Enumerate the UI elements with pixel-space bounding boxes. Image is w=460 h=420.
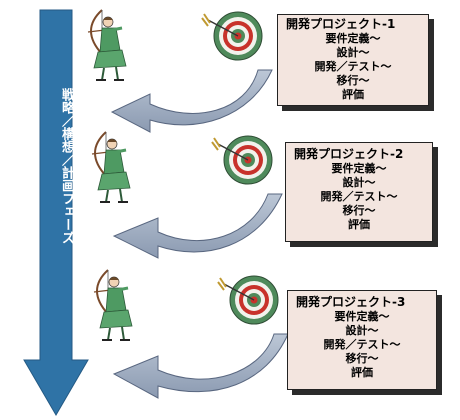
project-title: 開発プロジェクト-1	[286, 17, 396, 31]
project-step: 開発／テスト～	[320, 190, 398, 203]
curved-return-arrow	[112, 193, 283, 259]
project-step: 要件定義～	[325, 32, 381, 45]
project-box-1: 開発プロジェクト-1 要件定義～ 設計～ 開発／テスト～ 移行～ 評価	[277, 14, 429, 106]
project-step: 移行～	[345, 352, 379, 365]
project-title: 開発プロジェクト-3	[296, 295, 406, 309]
process-arrow	[23, 9, 89, 416]
target-icon	[211, 135, 273, 185]
project-step: 移行～	[336, 74, 370, 87]
project-step: 移行～	[342, 204, 376, 217]
archer-icon	[86, 8, 128, 82]
project-step: 評価	[342, 88, 364, 101]
project-step: 開発／テスト～	[314, 60, 392, 73]
archer-icon	[90, 130, 132, 204]
project-step: 評価	[348, 218, 370, 231]
target-icon	[217, 275, 279, 325]
curved-return-arrow	[112, 333, 289, 399]
target-icon	[201, 11, 263, 61]
project-step: 要件定義～	[334, 310, 390, 323]
archer-icon	[92, 268, 134, 342]
project-step: 評価	[351, 366, 373, 379]
project-step: 設計～	[336, 46, 370, 59]
project-title: 開発プロジェクト-2	[294, 147, 404, 161]
project-step: 要件定義～	[331, 162, 387, 175]
project-box-2: 開発プロジェクト-2 要件定義～ 設計～ 開発／テスト～ 移行～ 評価	[285, 142, 433, 242]
project-step: 開発／テスト～	[323, 338, 401, 351]
curved-return-arrow	[110, 69, 273, 133]
process-arrow-label: 戦略／構想／計画フェーズ	[59, 88, 74, 244]
project-step: 設計～	[342, 176, 376, 189]
project-step: 設計～	[345, 324, 379, 337]
project-box-3: 開発プロジェクト-3 要件定義～ 設計～ 開発／テスト～ 移行～ 評価	[287, 290, 437, 390]
